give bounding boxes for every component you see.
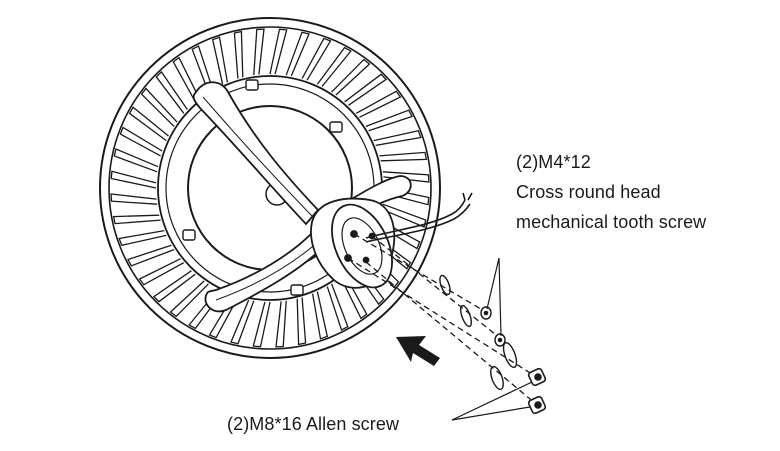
heat-sink-fin — [344, 73, 388, 106]
heat-sink-fin — [191, 45, 214, 93]
heat-sink-fin — [275, 300, 287, 348]
heat-sink-fin — [233, 30, 244, 79]
power-cable — [365, 192, 473, 243]
m4-leader-lines — [486, 257, 502, 337]
m8-spec-label: (2)M8*16 Allen screw — [227, 414, 400, 434]
alignment-lines — [347, 233, 537, 405]
heat-sink-fin — [331, 58, 371, 96]
heat-sink-fin — [379, 151, 428, 162]
washers — [439, 274, 518, 391]
heat-sink-fin — [326, 283, 349, 331]
heat-sink-fin — [128, 106, 169, 142]
direction-arrow-icon — [396, 336, 440, 366]
heat-sink-fin — [118, 229, 167, 247]
heat-sink-fin — [112, 214, 161, 225]
m8-screw-callout: (2)M8*16 Allen screw — [227, 409, 399, 439]
m4-spec-label: (2)M4*12 — [516, 152, 591, 172]
heat-sink-fin — [119, 126, 163, 157]
heat-sink-fin — [285, 31, 310, 77]
m4-desc-line1: Cross round head — [516, 182, 661, 202]
heat-sink-fin — [230, 299, 255, 345]
heat-sink-fin — [269, 28, 288, 75]
heat-sink-fin — [373, 129, 422, 147]
heat-sink-fin — [211, 36, 229, 85]
m8-leader-lines — [451, 381, 533, 421]
heat-sink-fin — [188, 289, 224, 330]
heat-sink-fin — [172, 56, 200, 103]
m4-desc-line2: mechanical tooth screw — [516, 212, 707, 232]
heat-sink-fin — [316, 46, 352, 87]
heat-sink-fin — [113, 148, 159, 173]
heat-sink-fin — [140, 87, 178, 127]
heat-sink-fin — [296, 297, 307, 346]
heat-sink-fin — [127, 244, 175, 267]
heat-sink-fin — [169, 280, 209, 318]
heat-sink-fin — [110, 193, 158, 205]
m4-screw-callout: (2)M4*12 Cross round head mechanical too… — [516, 147, 706, 237]
heat-sink-fin — [365, 109, 413, 132]
heat-sink-fin — [340, 273, 368, 320]
heat-sink-fin — [301, 37, 332, 81]
m4-screws — [480, 306, 506, 347]
heat-sink-fin — [252, 301, 271, 348]
m8-allen-screws — [527, 367, 547, 415]
hub-connector — [310, 197, 396, 289]
heat-sink-fin — [253, 28, 265, 76]
heat-sink-fin — [208, 295, 239, 339]
mounting-notches — [182, 79, 343, 296]
heat-sink-fin — [138, 258, 185, 286]
heat-sink-fin — [152, 270, 196, 303]
heat-sink-fin — [110, 170, 157, 189]
heat-sink-fin — [311, 291, 329, 340]
heat-sink-fin — [155, 70, 188, 114]
heat-sink-fin — [355, 90, 402, 118]
